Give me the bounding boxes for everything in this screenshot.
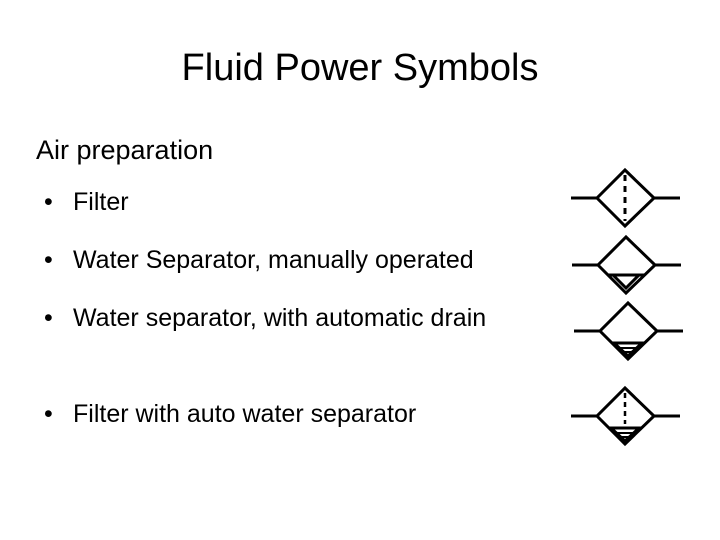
list-item-label: Filter	[73, 188, 129, 216]
section-heading: Air preparation	[36, 135, 214, 165]
bullet-icon: •	[44, 304, 53, 332]
list-item-label: Water separator, with automatic drain	[73, 304, 487, 332]
list-item: • Water separator, with automatic drain	[44, 303, 504, 334]
slide-title: Fluid Power Symbols	[181, 47, 539, 89]
bullet-icon: •	[44, 188, 53, 216]
list-item: • Filter	[44, 187, 564, 218]
filter-symbol-icon	[571, 167, 680, 229]
filter-auto-water-separator-symbol-icon	[571, 385, 680, 447]
list-item-label: Filter with auto water separator	[73, 400, 417, 428]
bullet-icon: •	[44, 246, 53, 274]
water-separator-auto-drain-symbol-icon	[574, 300, 683, 362]
list-item: • Filter with auto water separator	[44, 399, 564, 430]
list-item-label: Water Separator, manually operated	[73, 246, 474, 274]
bullet-icon: •	[44, 400, 53, 428]
water-separator-manual-symbol-icon	[572, 234, 681, 296]
list-item: • Water Separator, manually operated	[44, 245, 564, 276]
